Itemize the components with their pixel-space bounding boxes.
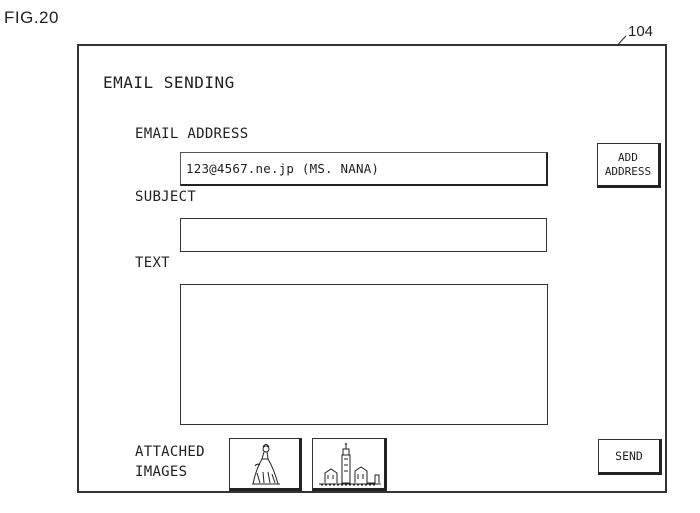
tower-building-icon	[319, 443, 381, 486]
figure-label: FIG.20	[4, 8, 59, 27]
screen-title: EMAIL SENDING	[103, 73, 235, 92]
attached-images-label: ATTACHED IMAGES	[135, 444, 205, 480]
attached-image-2[interactable]	[312, 438, 387, 491]
email-address-label: EMAIL ADDRESS	[135, 126, 249, 142]
text-body-area[interactable]	[180, 284, 548, 425]
add-address-button[interactable]: ADD ADDRESS	[597, 143, 661, 188]
text-label: TEXT	[135, 255, 170, 271]
subject-field[interactable]	[180, 218, 547, 252]
send-button[interactable]: SEND	[598, 439, 662, 475]
reference-number: 104	[628, 23, 654, 40]
attached-image-1[interactable]	[229, 438, 302, 491]
woman-in-dress-icon	[252, 444, 280, 485]
email-address-value: 123@4567.ne.jp (MS. NANA)	[186, 161, 380, 176]
subject-label: SUBJECT	[135, 189, 197, 205]
email-address-field[interactable]: 123@4567.ne.jp (MS. NANA)	[180, 152, 548, 186]
email-sending-screen: EMAIL SENDING EMAIL ADDRESS 123@4567.ne.…	[77, 44, 667, 493]
